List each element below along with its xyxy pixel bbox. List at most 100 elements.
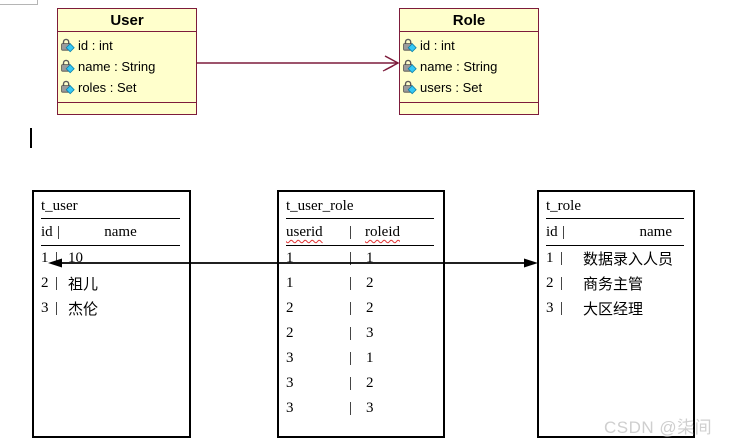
cell-userid: 1 xyxy=(286,275,294,291)
column-header-roleid: roleid xyxy=(365,224,400,240)
table-row: 1 | 2 xyxy=(286,271,443,296)
uml-attribute-label: users : Set xyxy=(420,80,483,95)
cell-name: 杰伦 xyxy=(68,302,99,318)
cell-name: 10 xyxy=(68,250,83,266)
table-row: 3 | 3 xyxy=(286,396,443,421)
table-title: t_user xyxy=(41,198,180,219)
cell-separator: | xyxy=(559,250,563,266)
cell-roleid: 3 xyxy=(366,325,374,341)
private-lock-diamond-icon xyxy=(61,80,75,95)
uml-class-role: Role id : int name : String xyxy=(399,8,539,115)
table-row: 2 | 3 xyxy=(286,321,443,346)
cell-separator: | xyxy=(348,375,352,391)
uml-class-user: User id : int name : String xyxy=(57,8,197,115)
private-lock-diamond-icon xyxy=(403,59,417,74)
uml-attribute: users : Set xyxy=(402,77,536,98)
cell-separator: | xyxy=(348,300,352,316)
text-caret xyxy=(30,128,32,148)
cell-name: 祖儿 xyxy=(68,277,99,293)
table-title: t_role xyxy=(546,198,684,219)
cell-separator: | xyxy=(348,275,352,291)
uml-attribute: roles : Set xyxy=(60,77,194,98)
table-t-user: t_user id | name 1 | 10 2 | 祖儿 3 | 杰伦 xyxy=(32,190,191,438)
cell-userid: 2 xyxy=(286,325,294,341)
uml-attribute: id : int xyxy=(60,35,194,56)
cell-roleid: 1 xyxy=(366,250,374,266)
cell-separator: | xyxy=(559,300,563,316)
cell-userid: 3 xyxy=(286,400,294,416)
cell-roleid: 3 xyxy=(366,400,374,416)
cell-userid: 1 xyxy=(286,250,294,266)
table-row: 1 | 1 xyxy=(286,246,443,271)
uml-attribute-label: id : int xyxy=(420,38,455,53)
uml-attribute-label: roles : Set xyxy=(78,80,137,95)
uml-attribute-label: name : String xyxy=(78,59,156,74)
cell-userid: 2 xyxy=(286,300,294,316)
column-header-id: id xyxy=(41,224,53,240)
table-t-user-role: t_user_role userid | roleid 1 | 1 1 | 2 … xyxy=(277,190,445,438)
private-lock-diamond-icon xyxy=(61,59,75,74)
cell-separator: | xyxy=(54,275,58,291)
cell-separator: | xyxy=(348,350,352,366)
cell-name: 大区经理 xyxy=(583,302,644,318)
uml-operations-compartment xyxy=(58,102,196,114)
cell-roleid: 2 xyxy=(366,375,374,391)
cell-id: 1 xyxy=(546,250,554,266)
column-header-name: name xyxy=(639,224,672,240)
column-header-name: name xyxy=(104,224,137,240)
table-row: 3 | 杰伦 xyxy=(41,296,189,321)
csdn-watermark: CSDN @柒间 xyxy=(604,418,713,437)
cell-name: 商务主管 xyxy=(583,277,644,293)
column-separator: | xyxy=(561,224,565,240)
cell-separator: | xyxy=(348,250,352,266)
uml-attribute: name : String xyxy=(402,56,536,77)
cell-id: 2 xyxy=(546,275,554,291)
table-row: 3 | 1 xyxy=(286,346,443,371)
table-row: 2 | 2 xyxy=(286,296,443,321)
cell-roleid: 2 xyxy=(366,300,374,316)
table-row: 2 | 祖儿 xyxy=(41,271,189,296)
cell-separator: | xyxy=(348,400,352,416)
uml-attribute-label: id : int xyxy=(78,38,113,53)
cell-id: 2 xyxy=(41,275,49,291)
private-lock-diamond-icon xyxy=(61,38,75,53)
column-separator: | xyxy=(348,224,352,240)
column-separator: | xyxy=(56,224,60,240)
uml-attribute-label: name : String xyxy=(420,59,498,74)
uml-attributes: id : int name : String users : Set xyxy=(400,32,538,102)
table-row: 1 | 数据录入人员 xyxy=(546,246,693,271)
table-row: 1 | 10 xyxy=(41,246,189,271)
uml-attributes: id : int name : String roles : Set xyxy=(58,32,196,102)
private-lock-diamond-icon xyxy=(403,38,417,53)
cell-separator: | xyxy=(348,325,352,341)
table-t-role: t_role id | name 1 | 数据录入人员 2 | 商务主管 3 |… xyxy=(537,190,695,438)
uml-attribute: name : String xyxy=(60,56,194,77)
column-header-userid: userid xyxy=(286,224,323,240)
table-row: 3 | 大区经理 xyxy=(546,296,693,321)
table-header: userid | roleid xyxy=(286,224,434,246)
cell-id: 3 xyxy=(546,300,554,316)
uml-attribute: id : int xyxy=(402,35,536,56)
cell-userid: 3 xyxy=(286,375,294,391)
cell-roleid: 1 xyxy=(366,350,374,366)
table-title: t_user_role xyxy=(286,198,434,219)
table-row: 3 | 2 xyxy=(286,371,443,396)
table-row: 2 | 商务主管 xyxy=(546,271,693,296)
cropped-box-top-left xyxy=(0,0,38,5)
cell-name: 数据录入人员 xyxy=(583,252,674,268)
uml-class-title: User xyxy=(58,9,196,32)
private-lock-diamond-icon xyxy=(403,80,417,95)
column-header-id: id xyxy=(546,224,558,240)
cell-separator: | xyxy=(54,250,58,266)
uml-operations-compartment xyxy=(400,102,538,114)
cell-separator: | xyxy=(54,300,58,316)
table-header: id | name xyxy=(546,224,684,246)
cell-id: 1 xyxy=(41,250,49,266)
uml-association-arrow xyxy=(197,55,400,72)
cell-roleid: 2 xyxy=(366,275,374,291)
uml-class-title: Role xyxy=(400,9,538,32)
cell-userid: 3 xyxy=(286,350,294,366)
cell-separator: | xyxy=(559,275,563,291)
cell-id: 3 xyxy=(41,300,49,316)
